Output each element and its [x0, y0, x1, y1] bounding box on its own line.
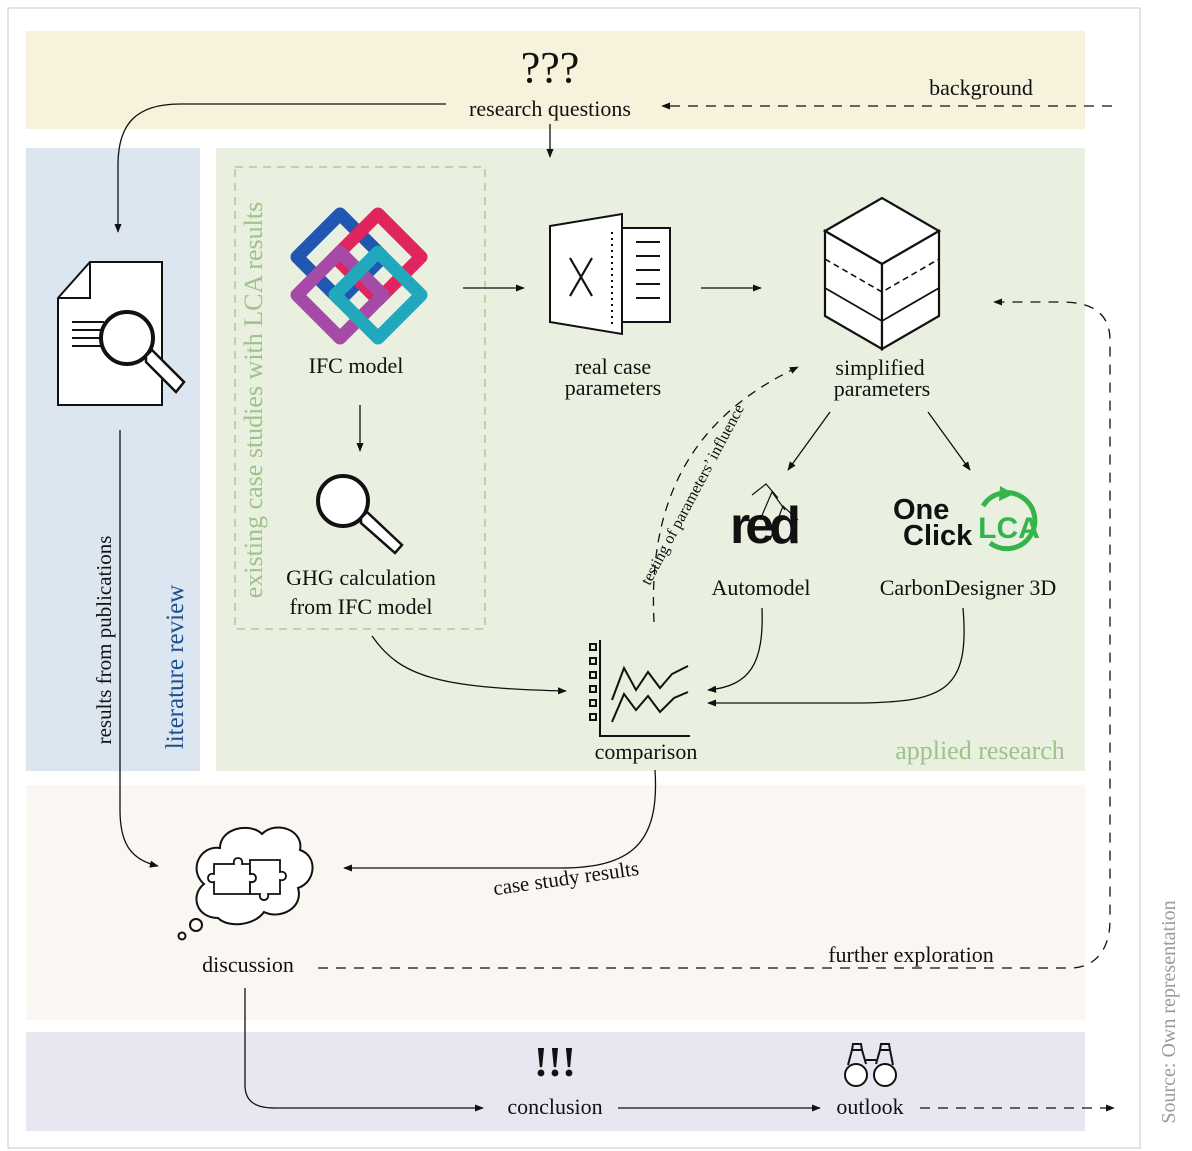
oneclick-word-one: One [893, 494, 949, 526]
comparison-chart-icon [589, 640, 690, 737]
automodel-red-logo-text: red [730, 497, 798, 555]
arrow-comparison-to-discussion [343, 769, 657, 872]
literature-review-band [26, 148, 200, 771]
comparison-label: comparison [595, 739, 698, 764]
oneclick-word-click: Click [903, 520, 973, 552]
oneclick-lca-logo-icon: One Click LCA [893, 486, 1040, 552]
question-marks: ??? [521, 43, 580, 92]
arrow-discussion-to-conclusion [244, 988, 484, 1112]
oneclick-word-lca: LCA [978, 512, 1040, 545]
arrow-simplified-to-automodel [787, 411, 831, 471]
spreadsheet-icon [549, 212, 671, 336]
background-label: background [929, 75, 1033, 100]
magnifier-icon [316, 474, 404, 555]
discussion-band [26, 785, 1085, 1020]
arrow-simplified-to-oneclick [927, 411, 971, 471]
layered-cube-icon [822, 196, 942, 351]
automodel-red-logo-icon: red [730, 483, 803, 555]
ifc-logo-icon [290, 207, 428, 345]
further-exploration-label: further exploration [828, 942, 994, 967]
applied-research-label: applied research [895, 736, 1065, 765]
simplified-parameters-line1: simplified [835, 355, 924, 380]
ifc-model-label: IFC model [309, 353, 404, 378]
research-questions-band [26, 31, 1085, 129]
research-questions-label: research questions [469, 96, 631, 121]
discussion-label: discussion [202, 952, 294, 977]
arrow-automodel-to-comparison [707, 607, 763, 693]
literature-review-label: literature review [162, 585, 189, 750]
flow-arrows [114, 102, 1115, 1112]
conclusion-label: conclusion [507, 1094, 602, 1119]
arrow-ghg-to-comparison [371, 635, 567, 695]
source-note: Source: Own representation [1158, 900, 1180, 1123]
real-case-parameters-line1: real case [575, 354, 651, 379]
automodel-label: Automodel [712, 575, 811, 600]
document-search-icon [57, 261, 186, 406]
arrow-carbondesigner-to-comparison [707, 607, 965, 707]
discussion-thought-puzzle-icon [177, 826, 314, 941]
case-studies-frame [234, 166, 486, 630]
arrow-literature-to-discussion [119, 430, 159, 868]
outer-frame [7, 7, 1141, 1149]
outlook-label: outlook [836, 1094, 903, 1119]
simplified-parameters-line2: parameters [834, 376, 931, 401]
case-studies-frame-label: existing case studies with LCA results [239, 202, 268, 598]
real-case-parameters-line2: parameters [565, 375, 662, 400]
carbondesigner-label: CarbonDesigner 3D [880, 575, 1057, 600]
exclamation-marks: !!! [534, 1040, 576, 1086]
conclusion-band [26, 1032, 1085, 1131]
results-from-publications-label: results from publications [92, 536, 116, 745]
arrow-questions-to-literature [114, 103, 446, 233]
binoculars-outlook-icon [844, 1043, 897, 1087]
ghg-calculation-label-line1: GHG calculation [286, 565, 436, 590]
ghg-calculation-label-line2: from IFC model [290, 594, 433, 619]
